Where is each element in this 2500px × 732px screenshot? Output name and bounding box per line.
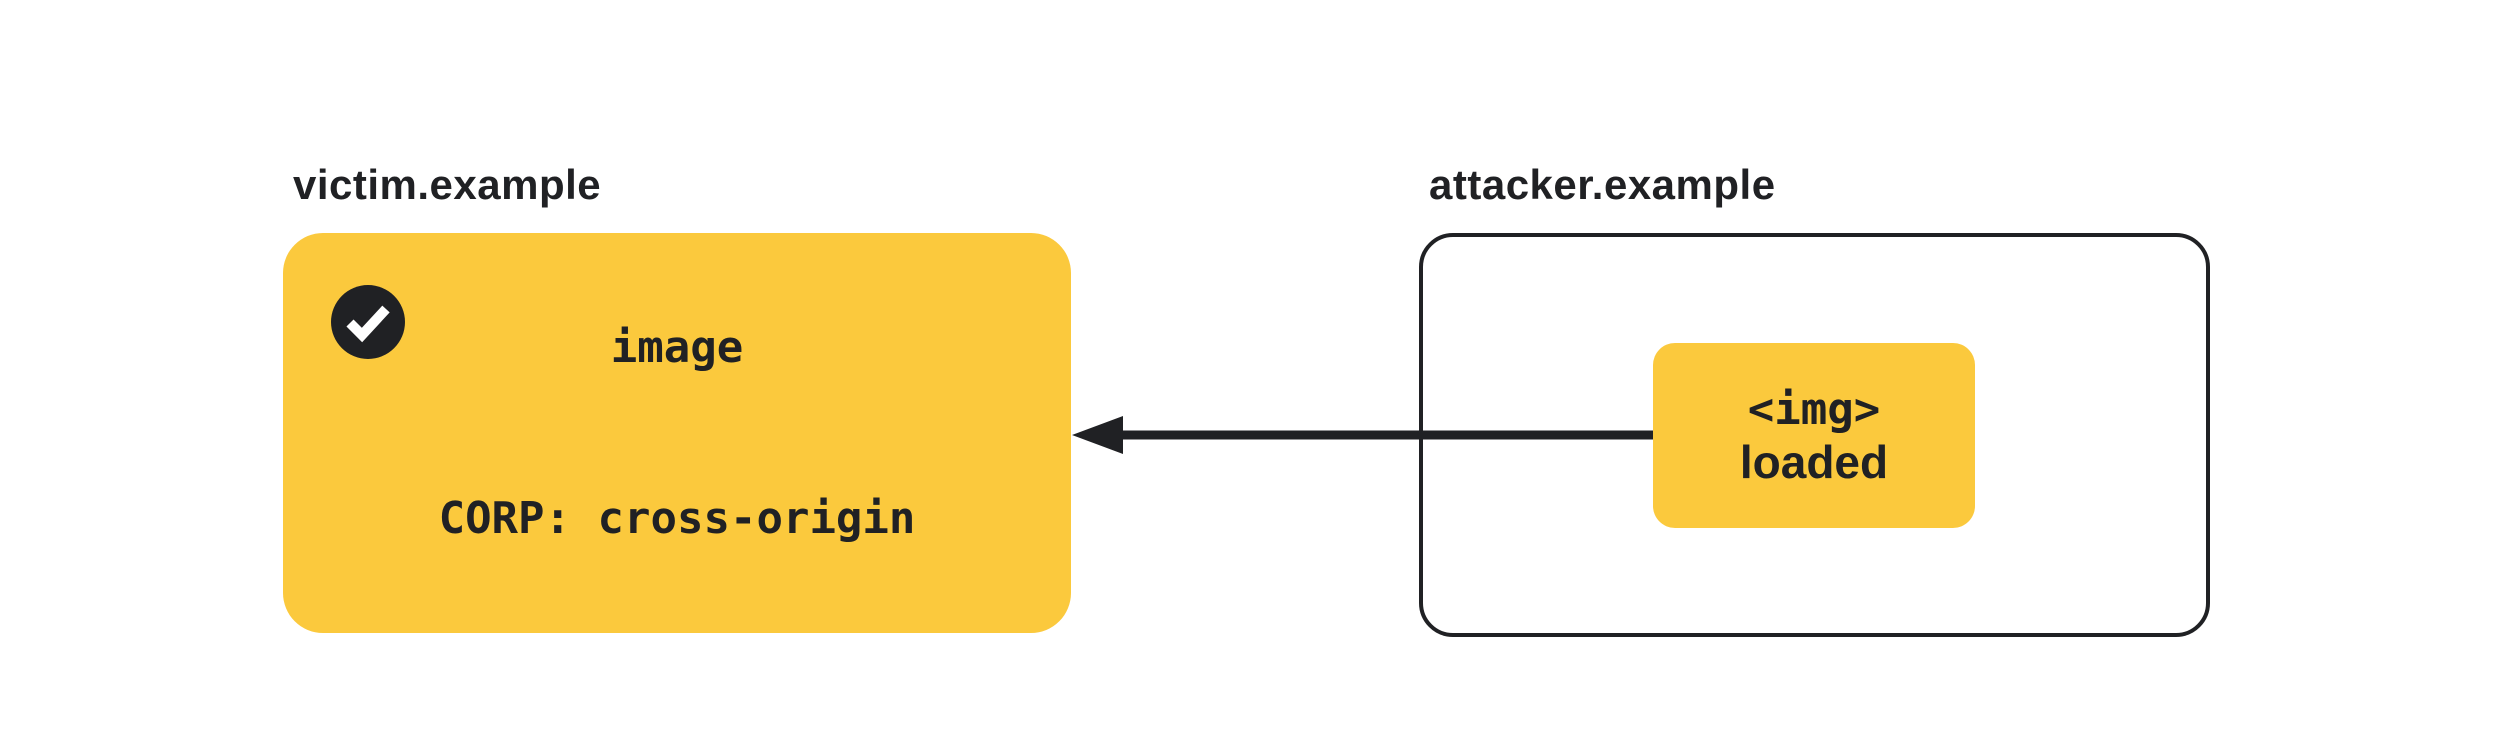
check-circle-icon xyxy=(331,285,405,359)
victim-resource-box: image CORP: cross-origin xyxy=(283,233,1071,633)
attacker-domain-label: attacker.example xyxy=(1429,161,1776,208)
img-loaded-box: <img> loaded xyxy=(1653,343,1975,528)
attacker-page-box: <img> loaded xyxy=(1419,233,2210,637)
victim-domain-label: victim.example xyxy=(293,161,602,208)
img-loaded-status-text: loaded xyxy=(1739,435,1889,488)
victim-corp-header-text: CORP: cross-origin xyxy=(438,493,916,544)
victim-resource-type-text: image xyxy=(610,322,744,373)
img-tag-text: <img> xyxy=(1747,383,1881,435)
victim-resource-text: image CORP: cross-origin xyxy=(439,205,916,661)
